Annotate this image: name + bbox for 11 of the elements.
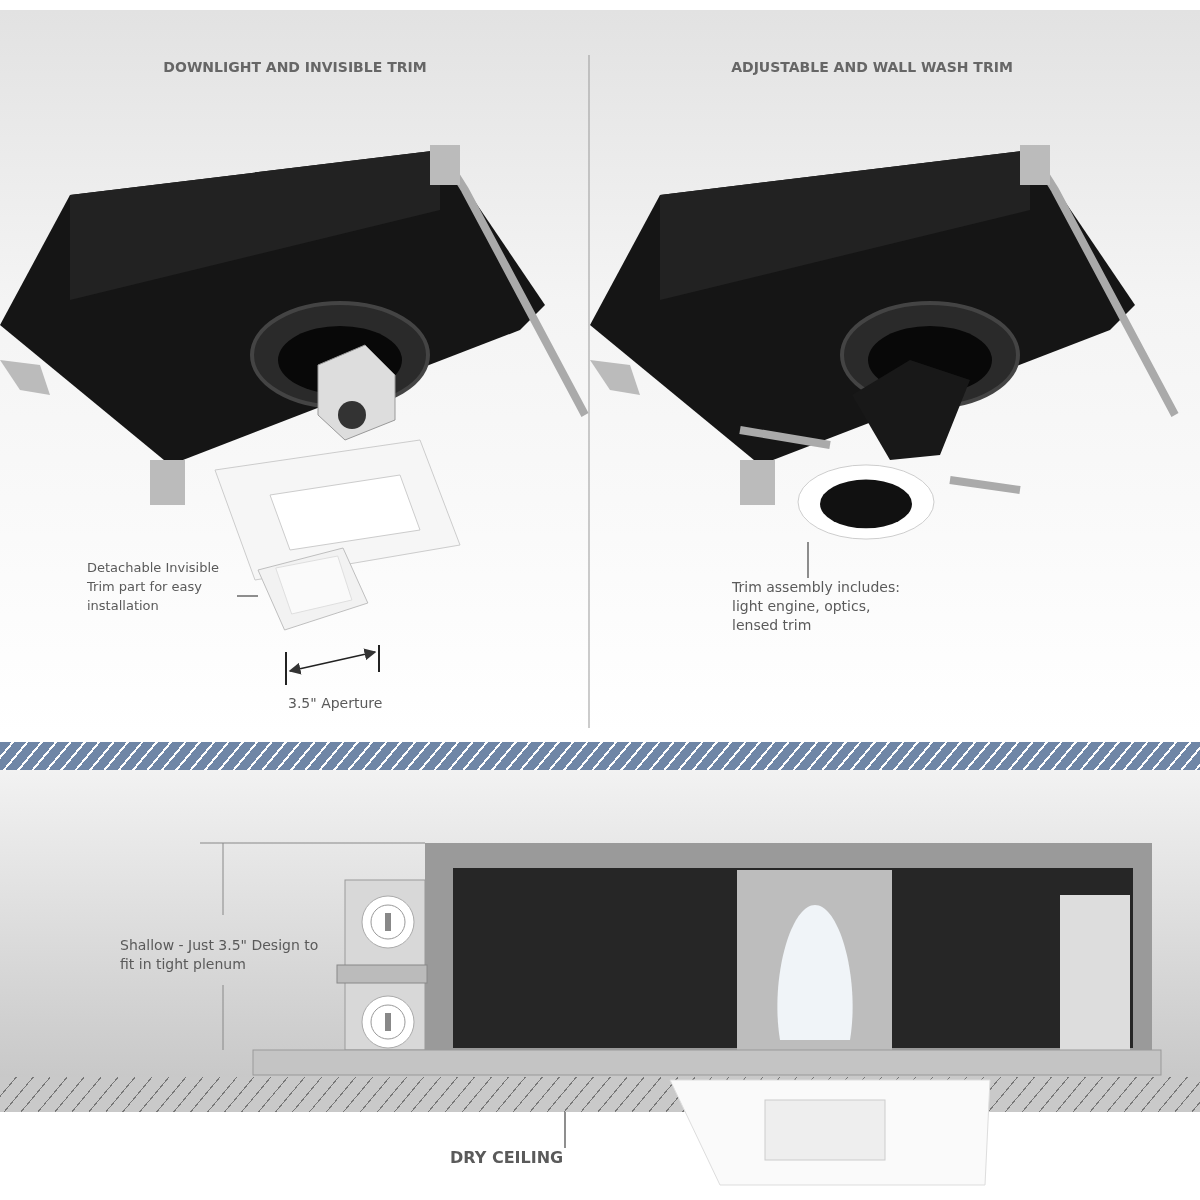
callout-text: DRY CEILING: [450, 1148, 572, 1167]
trim-assembly-drawing: [796, 462, 936, 542]
dimension-label: 3.5" Aperture: [288, 694, 384, 713]
section-heading: ADJUSTABLE AND WALL WASH TRIM: [730, 59, 1014, 75]
dimension-label: Shallow - Just 3.5" Design to fit in tight plenum: [120, 936, 320, 974]
section-heading: DOWNLIGHT AND INVISIBLE TRIM: [162, 59, 428, 75]
callout-text: Trim assembly includes: light engine, optics, lensed trim: [732, 578, 912, 635]
leader-line: [236, 595, 259, 597]
callout-text: Detachable Invisible Trim part for easy installation: [87, 558, 237, 615]
leader-line: [564, 1111, 566, 1149]
leader-line: [807, 541, 809, 579]
